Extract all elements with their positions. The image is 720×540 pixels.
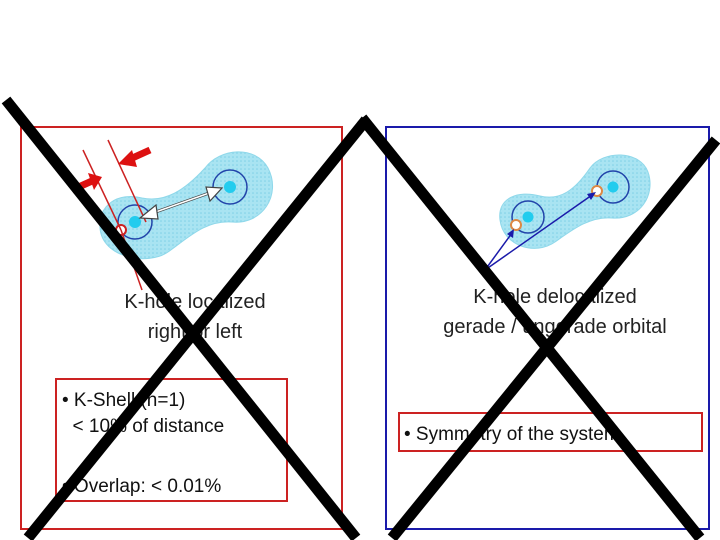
right-molecule bbox=[484, 154, 651, 271]
left-electron-cloud bbox=[99, 151, 274, 260]
left-panel bbox=[20, 126, 343, 530]
right-cross-stroke-2 bbox=[387, 136, 720, 540]
right-caption-line-2: gerade / ungerade orbital bbox=[443, 316, 667, 338]
overlap-bullet: • Overlap: < 0.01% bbox=[62, 476, 222, 497]
right-k-hole-1 bbox=[510, 219, 522, 231]
left-distance-arrow bbox=[138, 186, 224, 220]
kshell-bullet: • K-Shell (n=1) bbox=[62, 390, 186, 411]
right-electron-cloud bbox=[499, 154, 651, 249]
right-cross-stroke-1 bbox=[357, 114, 705, 540]
left-red-line-2 bbox=[107, 139, 147, 223]
right-nucleus-1 bbox=[522, 211, 534, 223]
kshell-info-box bbox=[55, 378, 288, 502]
left-nucleus-2 bbox=[224, 181, 236, 193]
right-orbit-1 bbox=[511, 200, 545, 234]
left-cross-stroke-2 bbox=[23, 116, 371, 540]
left-red-arrow-upper bbox=[118, 146, 152, 167]
right-nucleus-2 bbox=[607, 181, 619, 193]
left-red-line-1 bbox=[82, 149, 122, 231]
symmetry-info-box bbox=[398, 412, 703, 452]
right-panel bbox=[385, 126, 710, 530]
right-blue-arrows bbox=[484, 192, 596, 271]
left-nucleus-1 bbox=[129, 216, 141, 228]
left-cross-stroke-1 bbox=[1, 96, 361, 540]
